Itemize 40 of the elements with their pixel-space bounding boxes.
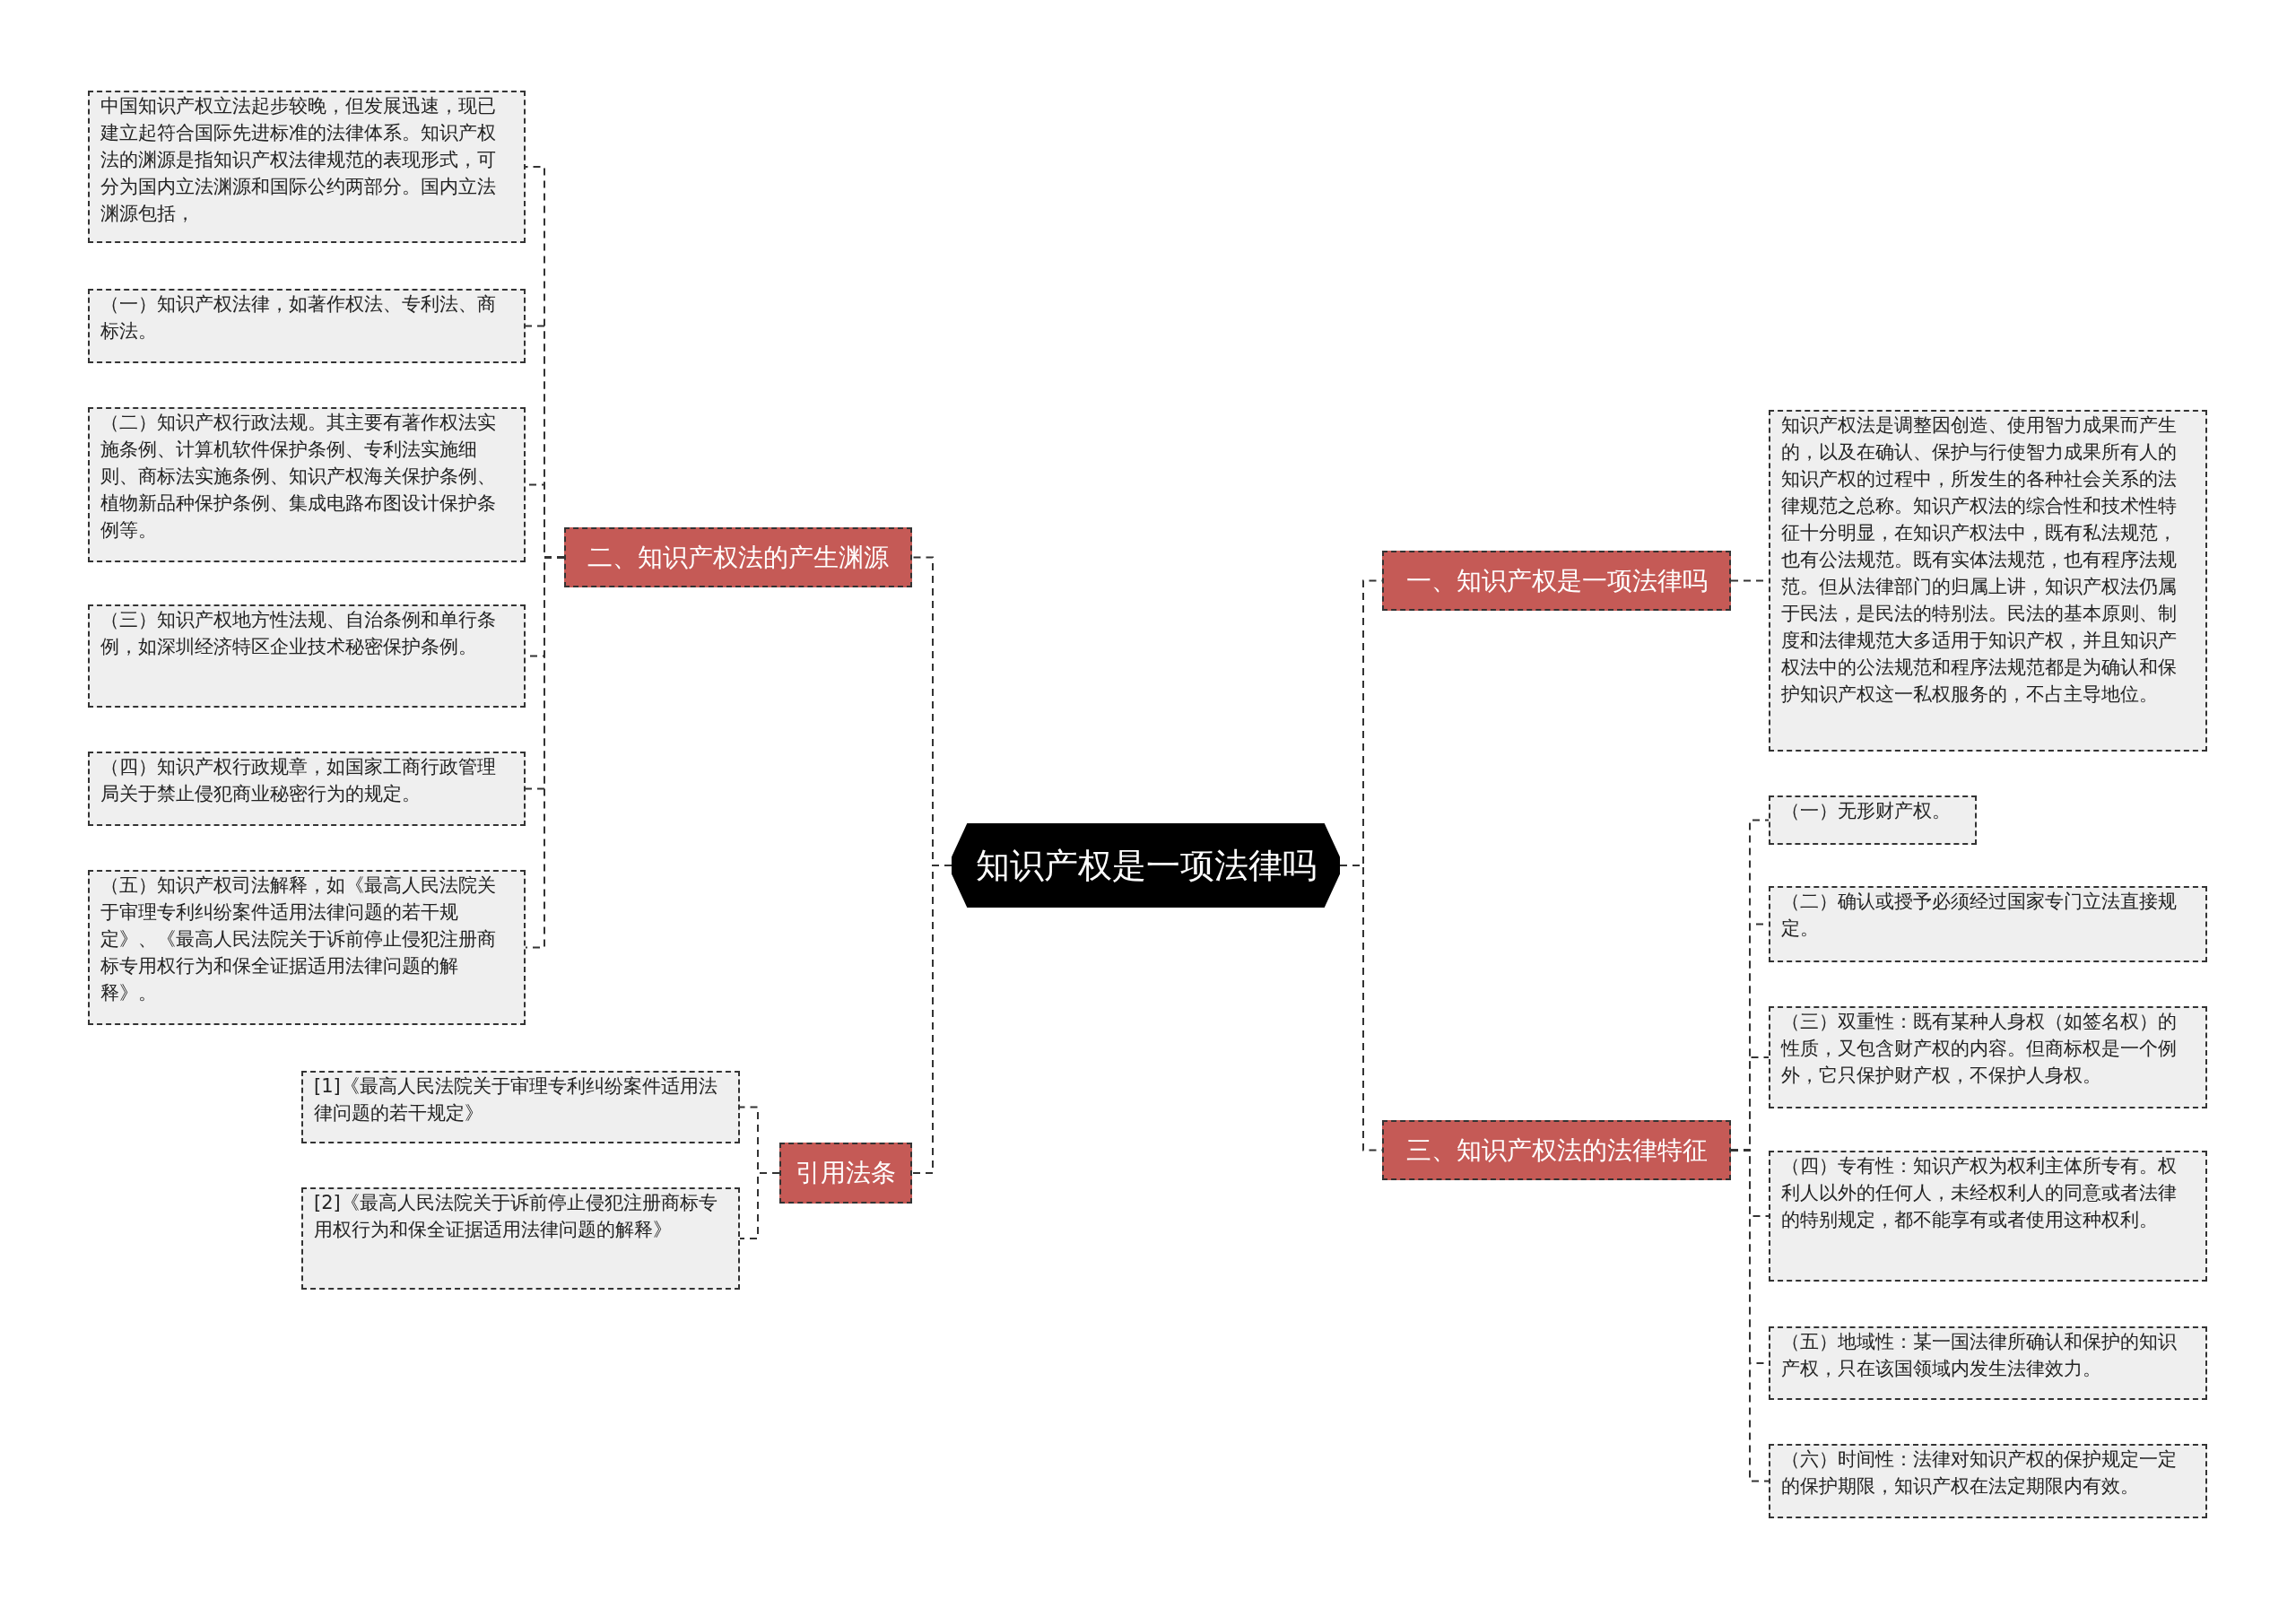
branch-title: 三、知识产权法的法律特征 <box>1405 1134 1709 1167</box>
note-box <box>301 1187 740 1290</box>
note-box <box>88 752 526 826</box>
note-text: （三）知识产权地方性法规、自治条例和单行条例，如深圳经济特区企业技术秘密保护条例。 <box>100 608 497 659</box>
branch-title: 二、知识产权法的产生渊源 <box>587 541 890 574</box>
note-text: （五）知识产权司法解释，如《最高人民法院关于审理专利纠纷案件适用法律问题的若干规定》、《最高人民法院关于诉前停止侵犯注册商标专用权行为和保全证据适用法律问题的解释》。 <box>100 874 497 1005</box>
note-box <box>1769 1151 2207 1282</box>
connector-line <box>739 1172 780 1239</box>
note-box <box>88 407 526 562</box>
note-box <box>301 1071 740 1143</box>
note-text: （四）专有性：知识产权为权利主体所专有。权利人以外的任何人，未经权利人的同意或者法律的特别规定，都不能享有或者使用这种权利。 <box>1781 1154 2178 1232</box>
branch-topic-box <box>564 527 912 587</box>
branch-title: 引用法条 <box>795 1157 897 1189</box>
note-text: 知识产权法是调整因创造、使用智力成果而产生的，以及在确认、保护与行使智力成果所有人的知识产权的过程中，所发生的各种社会关系的法律规范之总称。知识产权法的综合性和技术性特征十分明显，在知识产权法中，既有私法规范，也有公法规范。既有实体法规范，也有程序法规范。但从法律部门的归属上讲，知识产权法仍属于民法，是民法的特别法。民法的基本原则、制度和法律规范大多适用于知识产权，并且知识产权法中的公法规范和程序法规范都是为确认和保护知识产权这一私权服务的，不占主导地位。 <box>1781 413 2178 707</box>
note-text: （六）时间性：法律对知识产权的保护规定一定的保护期限，知识产权在法定期限内有效。 <box>1781 1447 2178 1499</box>
note-box <box>88 604 526 708</box>
note-box <box>1769 1006 2207 1108</box>
note-text: 中国知识产权立法起步较晚，但发展迅速，现已建立起符合国际先进标准的法律体系。知识产权法的渊源是指知识产权法律规范的表现形式，可分为国内立法渊源和国际公约两部分。国内立法渊源包括， <box>100 94 497 226</box>
branch-title: 一、知识产权是一项法律吗 <box>1405 564 1709 597</box>
note-text: （二）确认或授予必须经过国家专门立法直接规定。 <box>1781 890 2178 941</box>
note-box <box>88 91 526 243</box>
note-box <box>1769 795 1977 845</box>
note-box <box>1769 1326 2207 1400</box>
note-text: （五）地域性：某一国法律所确认和保护的知识产权，只在该国领域内发生法律效力。 <box>1781 1330 2178 1381</box>
note-box <box>1769 886 2207 962</box>
note-box <box>1769 1444 2207 1518</box>
topic-title: 知识产权是一项法律吗 <box>974 844 1318 887</box>
note-text: （一）知识产权法律，如著作权法、专利法、商标法。 <box>100 292 497 343</box>
note-text: （二）知识产权行政法规。其主要有著作权法实施条例、计算机软件保护条例、专利法实施细则、商标法实施条例、知识产权海关保护条例、植物新品种保护条例、集成电路布图设计保护条例等。 <box>100 411 497 543</box>
note-text: [1]《最高人民法院关于审理专利纠纷案件适用法律问题的若干规定》 <box>314 1074 718 1126</box>
note-text: [2]《最高人民法院关于诉前停止侵犯注册商标专用权行为和保全证据适用法律问题的解释》 <box>314 1191 718 1242</box>
branch-topic-box <box>1382 1120 1731 1180</box>
note-box <box>1769 410 2207 752</box>
note-box <box>88 289 526 363</box>
note-text: （四）知识产权行政规章，如国家工商行政管理局关于禁止侵犯商业秘密行为的规定。 <box>100 755 497 806</box>
note-text: （三）双重性：既有某种人身权（如签名权）的性质，又包含财产权的内容。但商标权是一个例外，它只保护财产权，不保护人身权。 <box>1781 1010 2178 1088</box>
branch-topic-box <box>779 1143 912 1204</box>
note-box <box>88 870 526 1025</box>
note-text: （一）无形财产权。 <box>1781 799 1952 823</box>
branch-topic-box <box>1382 551 1731 611</box>
